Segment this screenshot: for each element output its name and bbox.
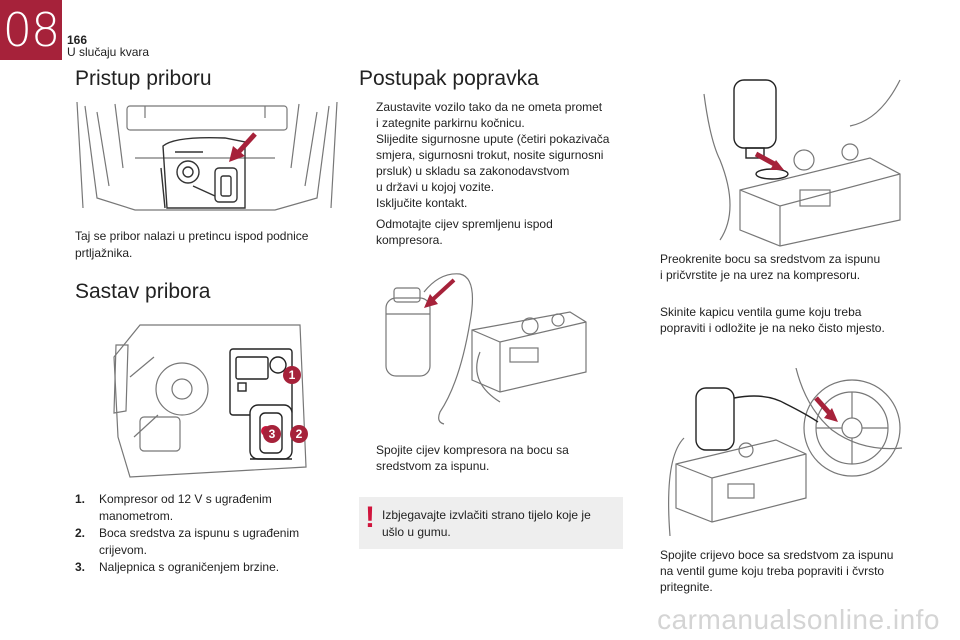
kit-item-number: 2. [75,526,86,540]
kit-item-3: 3. Naljepnica s ograničenjem brzine. [75,559,359,576]
chapter-tab: 08 [0,0,62,60]
repair-step-1: Zaustavite vozilo tako da ne ometa prome… [359,99,646,131]
bottle-mount-illustration [700,70,910,248]
step-text: Skinite kapicu ventila gume koju treba p… [660,305,885,335]
kit-item-1: 1. Kompresor od 12 V s ugrađenim manomet… [75,491,359,525]
page-number: 166 [67,33,88,47]
hose-compressor-illustration [380,262,592,430]
callout-badge-3: 3 [263,425,281,443]
right-step-3: Spojite crijevo boce sa sredstvom za isp… [643,547,940,595]
kit-item-2: 2. Boca sredstva za ispunu s ugrađenim c… [75,525,359,559]
watermark: carmanualsonline.info [657,604,940,635]
step-text: Spojite cijev kompresora na bocu sa sred… [376,443,569,473]
connect-hose-step: Spojite cijev kompresora na bocu sa sred… [359,442,646,474]
step-text: Odmotajte cijev spremljenu ispod kompres… [376,217,553,247]
kit-item-text: Boca sredstva za ispunu s ugrađenim crij… [99,526,300,557]
access-heading: Pristup priboru [75,67,212,90]
kit-item-text: Naljepnica s ograničenjem brzine. [99,560,280,574]
step-text: Zaustavite vozilo tako da ne ometa prome… [376,100,603,130]
warning-icon: ! [365,501,375,534]
right-step-1: Preokrenite bocu sa sredstvom za ispunu … [643,251,940,283]
repair-step-2: Slijedite sigurnosne upute (četiri pokaz… [359,131,646,195]
kit-item-text: Kompresor od 12 V s ugrađenim manometrom… [99,492,272,523]
kit-heading: Sastav pribora [75,280,211,303]
trunk-access-illustration [75,98,339,216]
warning-text: Izbjegavajte izvlačiti strano tijelo koj… [382,508,591,539]
warning-note: ! Izbjegavajte izvlačiti strano tijelo k… [359,497,623,549]
step-text: Isključite kontakt. [376,196,468,210]
kit-contents-illustration [110,317,310,483]
callout-badge-1: 1 [283,366,301,384]
kit-item-number: 3. [75,560,86,574]
repair-step-4: Odmotajte cijev spremljenu ispod kompres… [359,216,646,248]
repair-step-3: Isključite kontakt. [359,195,646,211]
section-title: U slučaju kvara [67,45,150,59]
step-text: Slijedite sigurnosne upute (četiri pokaz… [376,132,610,194]
callout-badge-2: 2 [290,425,308,443]
step-text: Spojite crijevo boce sa sredstvom za isp… [660,548,894,594]
tyre-valve-illustration [656,368,908,538]
repair-heading: Postupak popravka [359,67,539,90]
step-text: Preokrenite bocu sa sredstvom za ispunu … [660,252,881,282]
kit-item-number: 1. [75,492,86,506]
right-step-2: Skinite kapicu ventila gume koju treba p… [643,304,940,336]
access-text: Taj se pribor nalazi u pretincu ispod po… [75,229,309,260]
